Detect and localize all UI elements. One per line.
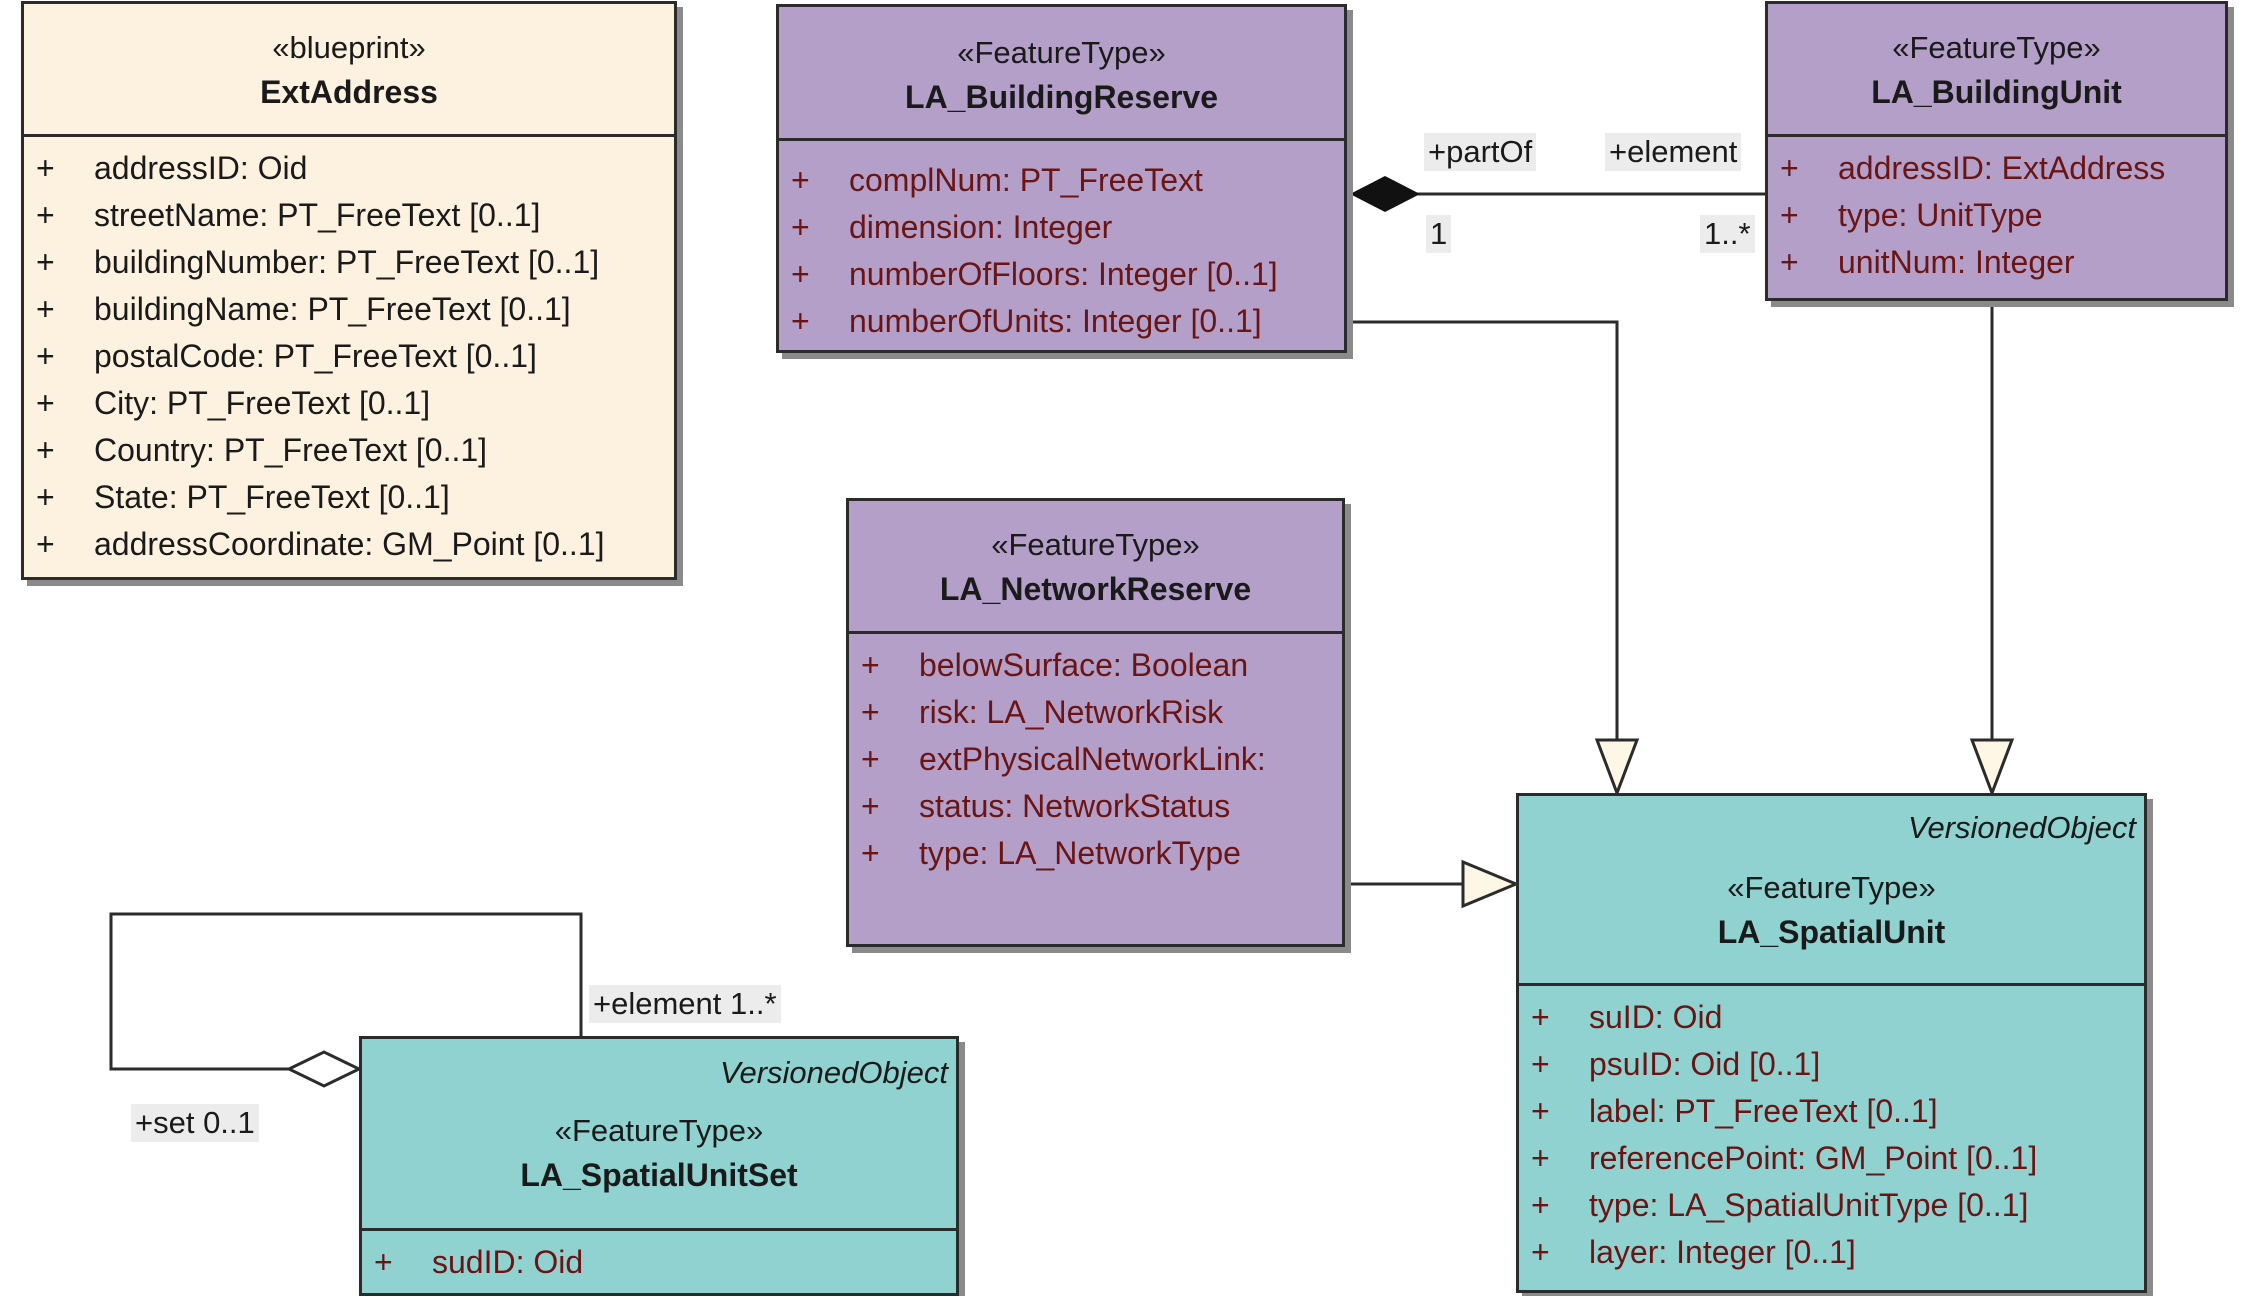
attribute-row[interactable]: +sudID: Oid xyxy=(374,1244,584,1280)
attribute-row[interactable]: +type: LA_SpatialUnitType [0..1] xyxy=(1531,1187,2029,1223)
attribute-row[interactable]: +status: NetworkStatus xyxy=(861,788,1231,824)
attribute-row[interactable]: +belowSurface: Boolean xyxy=(861,647,1249,683)
class-name: ExtAddress xyxy=(260,74,438,110)
attribute-list: +addressID: Oid +streetName: PT_FreeText… xyxy=(24,137,674,568)
parent-class-label: VersionedObject xyxy=(1907,810,2136,845)
stereotype-label: «FeatureType» xyxy=(1727,870,1936,905)
attribute-list: +suID: Oid +psuID: Oid [0..1] +label: PT… xyxy=(1519,986,2144,1276)
generalization-arrowhead xyxy=(1969,738,2015,798)
attribute-row[interactable]: +streetName: PT_FreeText [0..1] xyxy=(36,197,541,233)
class-header: VersionedObject «FeatureType» LA_Spatial… xyxy=(1519,796,2144,986)
class-la-building-unit[interactable]: «FeatureType» LA_BuildingUnit +addressID… xyxy=(1765,1,2228,301)
attribute-row[interactable]: +type: UnitType xyxy=(1780,197,2043,233)
generalization-building-reserve-line[interactable] xyxy=(1347,320,1619,745)
composition-diamond xyxy=(1350,176,1420,212)
role-label-set-element: +element 1..* xyxy=(589,985,781,1023)
class-la-building-reserve[interactable]: «FeatureType» LA_BuildingReserve +complN… xyxy=(776,4,1347,353)
attribute-row[interactable]: +psuID: Oid [0..1] xyxy=(1531,1046,1821,1082)
relationship-lines xyxy=(109,176,2015,1088)
class-header: «FeatureType» LA_BuildingUnit xyxy=(1768,4,2225,137)
stereotype-label: «FeatureType» xyxy=(957,35,1166,70)
attribute-row[interactable]: +Country: PT_FreeText [0..1] xyxy=(36,432,488,468)
generalization-arrowhead xyxy=(1594,738,1640,798)
attribute-row[interactable]: +risk: LA_NetworkRisk xyxy=(861,694,1224,730)
attribute-row[interactable]: +referencePoint: GM_Point [0..1] xyxy=(1531,1140,2038,1176)
attribute-row[interactable]: +City: PT_FreeText [0..1] xyxy=(36,385,431,421)
attribute-row[interactable]: +buildingNumber: PT_FreeText [0..1] xyxy=(36,244,600,280)
attribute-row[interactable]: +postalCode: PT_FreeText [0..1] xyxy=(36,338,537,374)
attribute-row[interactable]: +extPhysicalNetworkLink: xyxy=(861,741,1266,777)
class-header: «blueprint» ExtAddress xyxy=(24,4,674,137)
class-name: LA_BuildingUnit xyxy=(1871,74,2122,110)
attribute-row[interactable]: +layer: Integer [0..1] xyxy=(1531,1234,1856,1270)
attribute-row[interactable]: +suID: Oid xyxy=(1531,999,1723,1035)
role-label-element: +element xyxy=(1605,133,1742,171)
attribute-row[interactable]: +addressID: ExtAddress xyxy=(1780,150,2166,186)
multiplicity-part-of: 1 xyxy=(1426,215,1452,253)
attribute-row[interactable]: +addressID: Oid xyxy=(36,150,308,186)
attribute-row[interactable]: +dimension: Integer xyxy=(791,209,1113,245)
attribute-row[interactable]: +type: LA_NetworkType xyxy=(861,835,1241,871)
class-name: LA_SpatialUnit xyxy=(1717,914,1946,950)
class-name: LA_BuildingReserve xyxy=(905,79,1218,115)
stereotype-label: «blueprint» xyxy=(272,30,426,65)
attribute-row[interactable]: +buildingName: PT_FreeText [0..1] xyxy=(36,291,571,327)
generalization-arrowhead xyxy=(1461,859,1520,909)
role-label-set: +set 0..1 xyxy=(131,1104,259,1142)
class-name: LA_SpatialUnitSet xyxy=(520,1157,798,1193)
aggregation-diamond xyxy=(285,1050,363,1088)
role-label-part-of: +partOf xyxy=(1424,133,1537,171)
attribute-row[interactable]: +numberOfUnits: Integer [0..1] xyxy=(791,303,1262,339)
attribute-row[interactable]: +label: PT_FreeText [0..1] xyxy=(1531,1093,1938,1129)
attribute-list: +addressID: ExtAddress +type: UnitType +… xyxy=(1768,137,2225,286)
attribute-row[interactable]: +addressCoordinate: GM_Point [0..1] xyxy=(36,526,605,562)
class-la-spatial-unit[interactable]: VersionedObject «FeatureType» LA_Spatial… xyxy=(1516,793,2147,1293)
attribute-row[interactable]: +State: PT_FreeText [0..1] xyxy=(36,479,450,515)
stereotype-label: «FeatureType» xyxy=(991,527,1200,562)
multiplicity-element: 1..* xyxy=(1700,215,1755,253)
attribute-row[interactable]: +complNum: PT_FreeText xyxy=(791,162,1203,198)
class-la-network-reserve[interactable]: «FeatureType» LA_NetworkReserve +belowSu… xyxy=(846,498,1345,947)
attribute-row[interactable]: +numberOfFloors: Integer [0..1] xyxy=(791,256,1278,292)
class-header: «FeatureType» LA_NetworkReserve xyxy=(849,501,1342,634)
class-header: «FeatureType» LA_BuildingReserve xyxy=(779,7,1344,141)
stereotype-label: «FeatureType» xyxy=(554,1113,764,1148)
aggregation-self-line[interactable] xyxy=(109,912,583,1071)
class-ext-address[interactable]: «blueprint» ExtAddress +addressID: Oid +… xyxy=(21,1,677,580)
class-la-spatial-unit-set[interactable]: VersionedObject «FeatureType» LA_Spatial… xyxy=(359,1036,959,1296)
class-name: LA_NetworkReserve xyxy=(939,571,1252,607)
attribute-list: +belowSurface: Boolean +risk: LA_Network… xyxy=(849,634,1342,877)
stereotype-label: «FeatureType» xyxy=(1892,30,2101,65)
parent-class-label: VersionedObject xyxy=(719,1055,948,1090)
attribute-list: +sudID: Oid xyxy=(362,1231,956,1286)
class-header: VersionedObject «FeatureType» LA_Spatial… xyxy=(362,1039,956,1231)
attribute-row[interactable]: +unitNum: Integer xyxy=(1780,244,2075,280)
attribute-list: +complNum: PT_FreeText +dimension: Integ… xyxy=(779,141,1344,345)
